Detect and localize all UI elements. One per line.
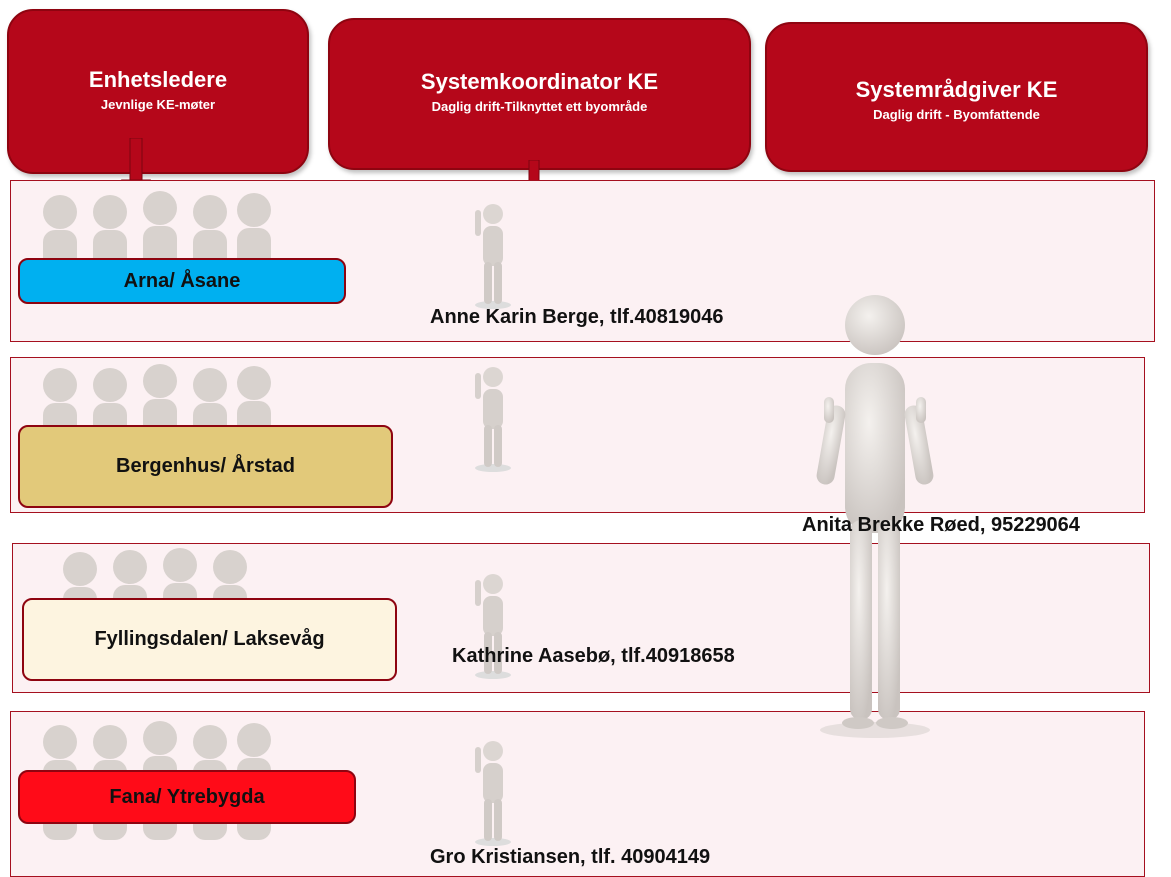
advisor-name: Anita Brekke Røed, 95229064 — [802, 514, 1080, 536]
header-title: Systemkoordinator KE — [420, 69, 659, 94]
header-subtitle: Daglig drift-Tilknyttet ett byområde — [431, 99, 648, 114]
area-label-fyllingsdalen-laksevag: Fyllingsdalen/ Laksevåg — [22, 598, 397, 681]
area-label-arna-asane: Arna/ Åsane — [18, 258, 346, 304]
coordinator-name: Anne Karin Berge, tlf.40819046 — [430, 306, 724, 328]
header-subtitle: Jevnlige KE-møter — [100, 97, 216, 112]
header-title: Enhetsledere — [88, 67, 228, 92]
advisor-figure-icon — [816, 295, 934, 738]
coordinator-figure-icon — [475, 741, 511, 846]
coordinator-figure-icon — [475, 367, 511, 472]
header-enhetsledere: Enhetsledere Jevnlige KE-møter — [7, 9, 309, 174]
area-label-bergenhus-arstad: Bergenhus/ Årstad — [18, 425, 393, 508]
coordinator-figure-icon — [475, 204, 511, 309]
coordinator-name: Kathrine Aasebø, tlf.40918658 — [452, 645, 735, 667]
header-subtitle: Daglig drift - Byomfattende — [873, 107, 1040, 122]
area-label-fana-ytrebygda: Fana/ Ytrebygda — [18, 770, 356, 824]
header-title: Systemrådgiver KE — [855, 77, 1058, 102]
header-systemradgiver: Systemrådgiver KE Daglig drift - Byomfat… — [765, 22, 1148, 172]
coordinator-name: Gro Kristiansen, tlf. 40904149 — [430, 846, 711, 868]
coordinator-figure-icon — [475, 574, 511, 679]
header-systemkoordinator: Systemkoordinator KE Daglig drift-Tilkny… — [328, 18, 751, 170]
